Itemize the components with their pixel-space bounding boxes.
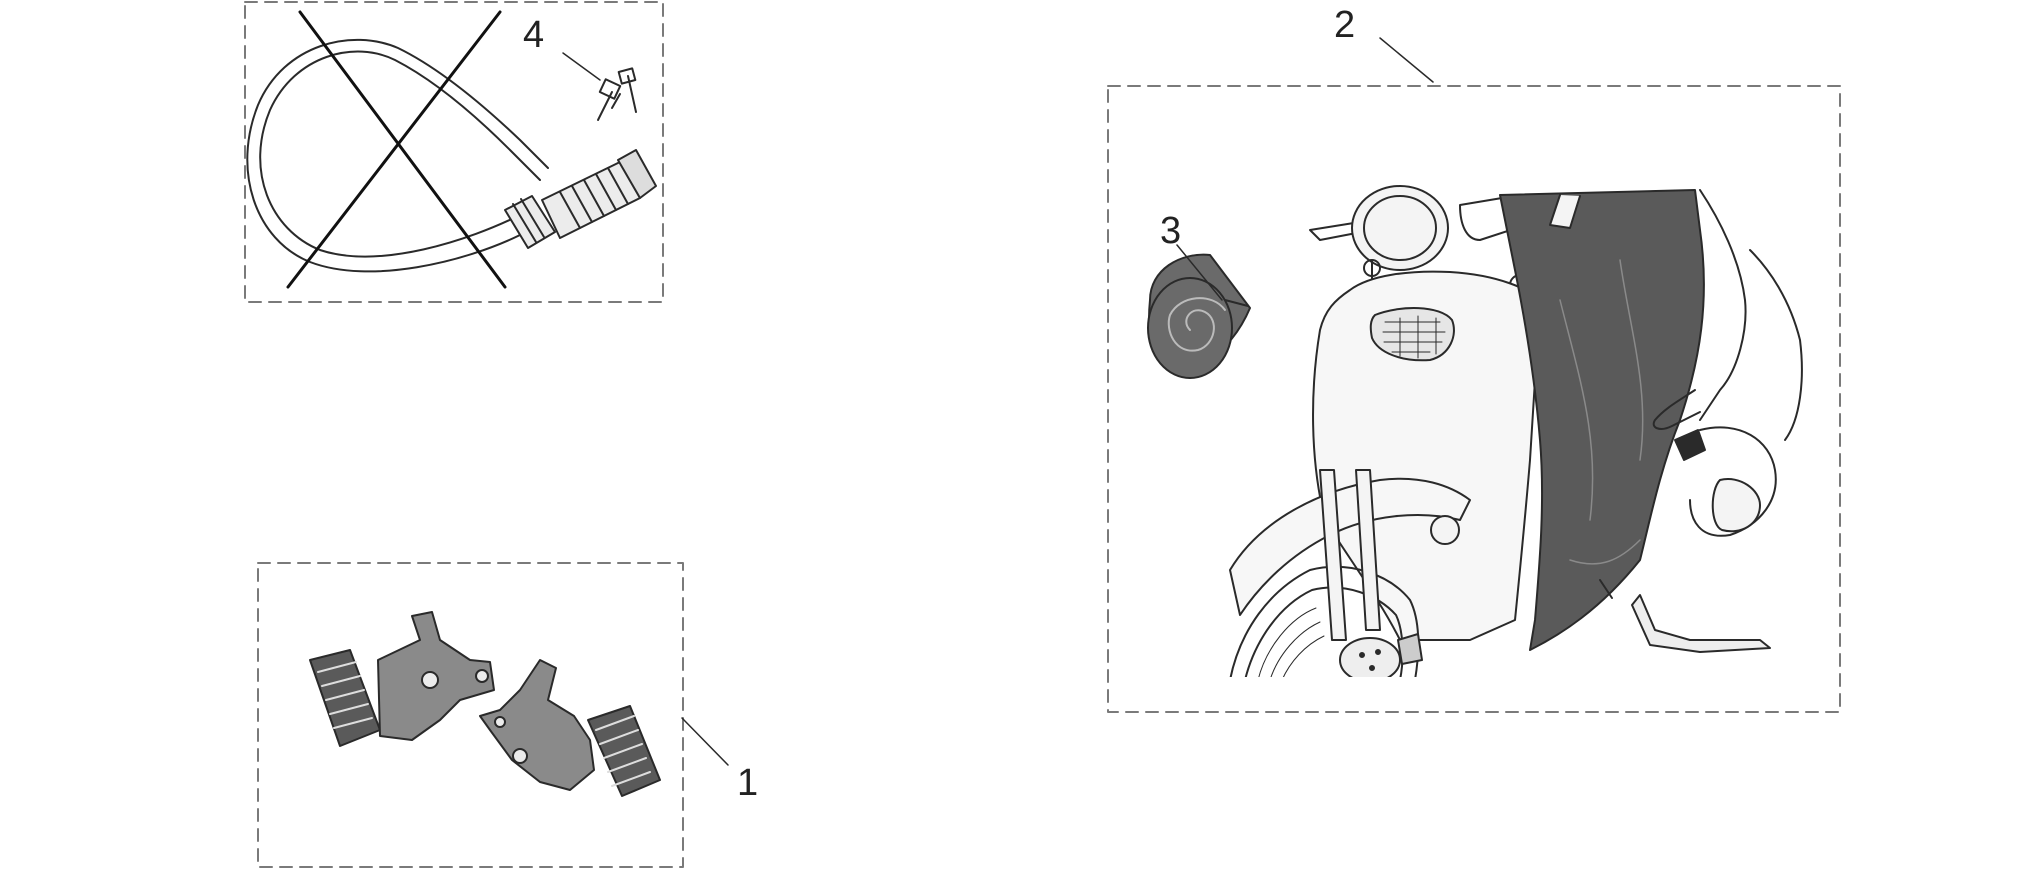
leg-cover-group: [1107, 37, 1841, 713]
cable-lock-crossed-icon: [246, 10, 657, 289]
scooter-with-leg-cover-icon: [1222, 185, 1803, 683]
callout-number-1: 1: [737, 762, 759, 804]
callout-leader-3: [1176, 244, 1223, 301]
keys-icon: [562, 52, 637, 121]
footrests-frame: [257, 562, 684, 868]
folding-footrests-icon: [309, 611, 661, 797]
footrests-group: [257, 562, 729, 868]
cable-lock-group: [244, 1, 664, 303]
callout-number-2: 2: [1334, 4, 1356, 46]
leg-cover-frame: [1107, 85, 1841, 713]
callout-number-4: 4: [523, 14, 545, 56]
callout-number-3: 3: [1160, 210, 1182, 252]
callout-leader-2: [1379, 37, 1434, 83]
tape-roll-icon: [1147, 253, 1251, 379]
cable-lock-frame: [244, 1, 664, 303]
callout-leader-1: [681, 717, 729, 766]
